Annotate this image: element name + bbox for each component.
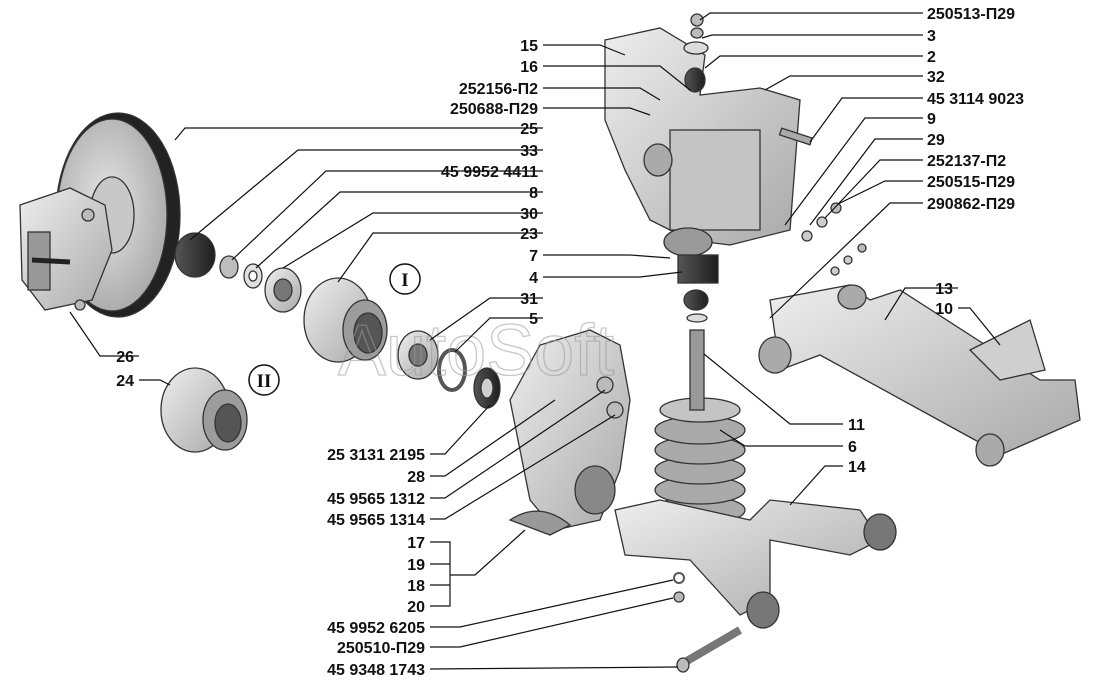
label-26: 26	[116, 349, 134, 366]
label-45-9565-1312: 45 9565 1312	[327, 491, 425, 508]
label-45-9952-4411: 45 9952 4411	[441, 164, 538, 181]
label-4: 4	[529, 270, 538, 287]
label-250515-p29: 250515-П29	[927, 174, 1015, 191]
rebound-bumper	[683, 13, 709, 93]
label-250510-p29: 250510-П29	[337, 640, 425, 657]
label-252137-p2: 252137-П2	[927, 153, 1006, 170]
label-45-9952-6205: 45 9952 6205	[327, 620, 425, 637]
variant-marker-II: II	[248, 364, 280, 396]
label-9: 9	[927, 111, 936, 128]
label-29: 29	[927, 132, 945, 149]
label-45-9565-1314: 45 9565 1314	[327, 512, 425, 529]
oil-seal	[473, 367, 501, 409]
label-13: 13	[935, 281, 953, 298]
label-45-9348-1743: 45 9348 1743	[327, 662, 425, 679]
label-25: 25	[520, 121, 538, 138]
dust-boot	[174, 232, 216, 278]
variant-marker-I: I	[389, 263, 421, 295]
outer-bearing	[264, 267, 302, 313]
wheel-hub-variant-II	[160, 367, 248, 453]
washer	[243, 263, 263, 289]
watermark: AutoSoft	[338, 311, 614, 391]
label-20: 20	[407, 599, 425, 616]
label-250513-p29: 250513-П29	[927, 6, 1015, 23]
variant-I-label: I	[401, 270, 408, 291]
label-17: 17	[407, 535, 425, 552]
label-2: 2	[927, 49, 936, 66]
leader-lines	[69, 12, 1001, 670]
label-30: 30	[520, 206, 538, 223]
label-18: 18	[407, 578, 425, 595]
label-6: 6	[848, 439, 857, 456]
label-45-3114-9023: 45 3114 9023	[927, 91, 1024, 108]
label-5: 5	[529, 311, 538, 328]
upper-arm-bracket	[604, 27, 801, 246]
inner-bearing	[397, 330, 439, 380]
bearing-ring	[437, 348, 467, 392]
bolt-long	[676, 626, 743, 673]
label-33: 33	[520, 143, 538, 160]
variant-II-label: II	[257, 371, 272, 392]
label-24: 24	[116, 373, 134, 390]
label-10: 10	[935, 301, 953, 318]
upper-control-arm	[758, 284, 1081, 467]
brake-caliper	[19, 187, 113, 311]
label-250688-p29: 250688-П29	[450, 101, 538, 118]
wheel-hub-variant-I	[303, 277, 388, 363]
label-290862-p29: 290862-П29	[927, 196, 1015, 213]
label-7: 7	[529, 248, 538, 265]
label-8: 8	[529, 185, 538, 202]
label-31: 31	[520, 291, 538, 308]
label-16: 16	[520, 59, 538, 76]
label-11: 11	[848, 417, 865, 434]
steering-knuckle	[508, 329, 631, 536]
callout-labels: 250513-П29 3 2 15 16 32 252156-П2 250688…	[116, 6, 1024, 679]
label-252156-p2: 252156-П2	[459, 81, 538, 98]
label-32: 32	[927, 69, 945, 86]
label-25-3131-2195: 25 3131 2195	[327, 447, 425, 464]
label-23: 23	[520, 226, 538, 243]
label-15: 15	[520, 38, 538, 55]
nut	[219, 255, 239, 279]
lower-control-arm	[614, 499, 897, 629]
label-28: 28	[407, 469, 425, 486]
label-14: 14	[848, 459, 866, 476]
label-3: 3	[927, 28, 936, 45]
compression-bumper	[663, 227, 719, 323]
label-19: 19	[407, 557, 425, 574]
